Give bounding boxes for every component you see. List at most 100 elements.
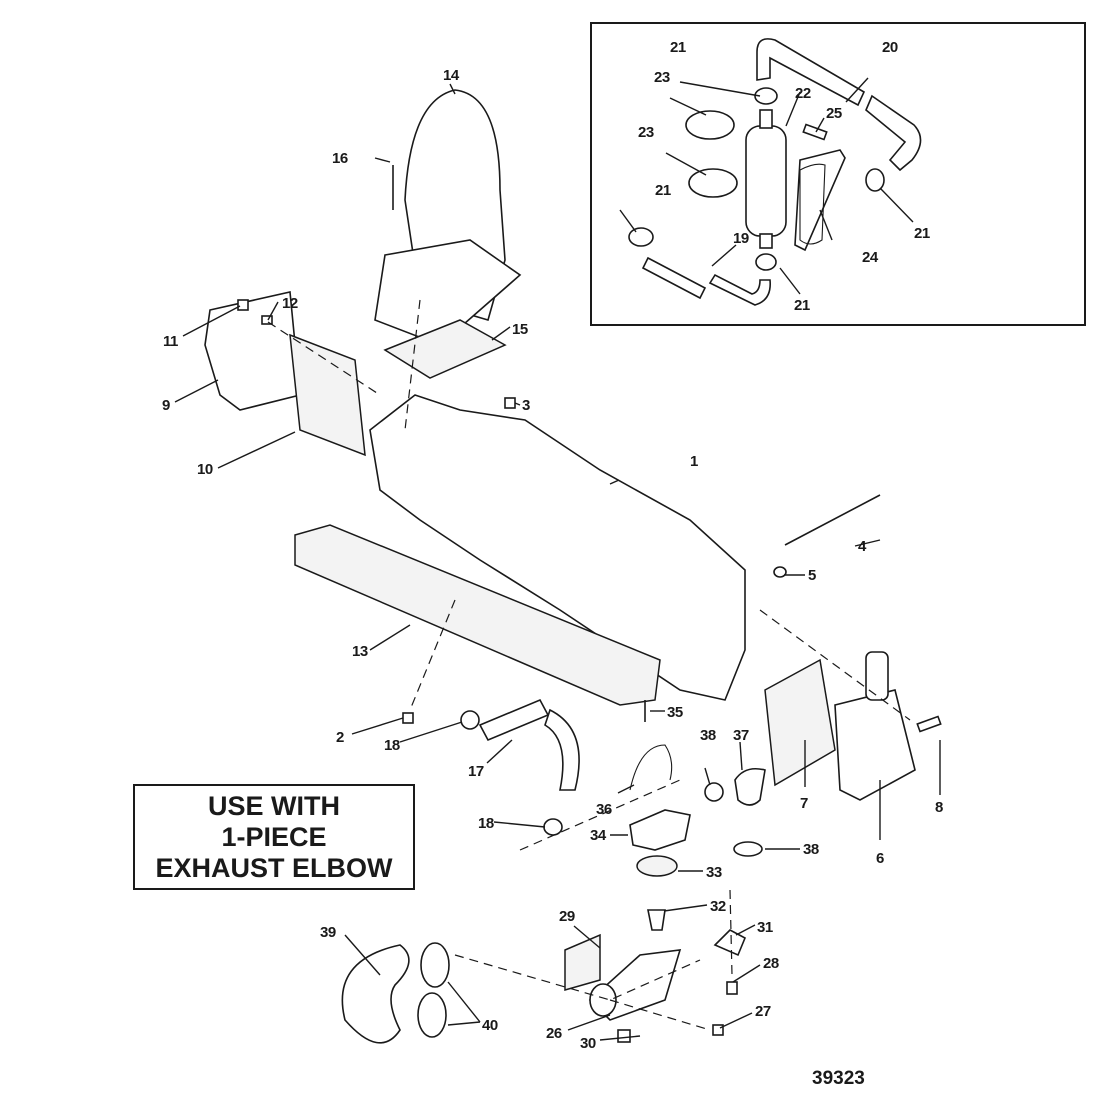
callout-5: 5 <box>808 567 816 584</box>
separator-22-bottom-nipple <box>759 233 773 249</box>
elbow-37 <box>734 767 766 806</box>
clamp-18-top <box>460 710 480 730</box>
callout-23: 23 <box>638 124 654 141</box>
callout-16: 16 <box>332 150 348 167</box>
plug-30 <box>617 1029 631 1043</box>
plug-28 <box>726 981 738 995</box>
bracket-36 <box>629 744 673 791</box>
callout-20: 20 <box>882 39 898 56</box>
callout-18: 18 <box>384 737 400 754</box>
clamp-21-top <box>754 87 778 105</box>
callout-19: 19 <box>733 230 749 247</box>
clamp-40-top <box>420 942 450 988</box>
hose-19 <box>641 256 707 300</box>
callout-40: 40 <box>482 1017 498 1034</box>
callout-15: 15 <box>512 321 528 338</box>
callout-6: 6 <box>876 850 884 867</box>
hose-19-elbow <box>708 273 772 306</box>
callout-4: 4 <box>858 538 867 555</box>
callout-labels: 21 20 23 22 25 23 21 21 24 19 21 14 16 1… <box>162 39 944 1052</box>
hose-20-lower <box>865 94 922 172</box>
note-line-1: USE WITH <box>208 790 340 821</box>
exhaust-manifold-1 <box>369 394 746 701</box>
bolt-8 <box>916 715 942 733</box>
callout-38: 38 <box>803 841 819 858</box>
clamp-21-right <box>865 168 885 192</box>
note-line-2: 1-PIECE <box>221 821 327 852</box>
callout-7: 7 <box>800 795 808 812</box>
thermostat-32 <box>647 909 666 931</box>
callout-21: 21 <box>794 297 810 314</box>
callout-13: 13 <box>352 643 368 660</box>
clamp-38-bottom <box>733 841 763 857</box>
bolt-4 <box>784 494 881 546</box>
clamp-18-bottom <box>543 818 563 836</box>
callout-37: 37 <box>733 727 749 744</box>
housing-34 <box>629 809 691 851</box>
clamp-38-top <box>704 782 724 802</box>
callout-25: 25 <box>826 105 842 122</box>
callout-27: 27 <box>755 1003 771 1020</box>
callout-21: 21 <box>914 225 930 242</box>
hose-20 <box>756 38 866 107</box>
plate-9 <box>204 291 301 411</box>
usage-note: USE WITH 1-PIECE EXHAUST ELBOW <box>133 784 415 890</box>
callout-10: 10 <box>197 461 213 478</box>
hose-39 <box>341 944 410 1044</box>
hose-17 <box>478 698 550 742</box>
plug-27 <box>712 1024 724 1036</box>
clamp-21-bottom <box>755 253 777 271</box>
clamp-23-top <box>685 110 735 140</box>
callout-38: 38 <box>700 727 716 744</box>
callout-31: 31 <box>757 919 773 936</box>
inset-frame <box>590 22 1086 326</box>
end-cover-6-nipple <box>865 651 889 701</box>
gasket-15 <box>383 319 507 379</box>
end-cover-6 <box>834 689 916 801</box>
callout-11: 11 <box>163 333 178 350</box>
washer-5 <box>773 566 787 578</box>
clamp-40-bottom <box>417 992 447 1038</box>
gasket-7 <box>764 658 836 787</box>
washer-12 <box>261 315 273 325</box>
callout-22: 22 <box>795 85 811 102</box>
main-parts <box>204 89 942 1044</box>
callout-14: 14 <box>443 67 460 84</box>
callout-23: 23 <box>654 69 670 86</box>
callout-36: 36 <box>596 801 612 818</box>
callout-28: 28 <box>763 955 779 972</box>
clamp-23-bottom <box>688 168 738 198</box>
callout-35: 35 <box>667 704 683 721</box>
bracket-24-shield <box>799 163 826 245</box>
callout-30: 30 <box>580 1035 596 1052</box>
bolt-11 <box>237 299 249 311</box>
gasket-29 <box>564 933 601 991</box>
callout-24: 24 <box>862 249 879 266</box>
leader-lines <box>174 77 941 1041</box>
bracket-24 <box>794 149 846 252</box>
elbow-flange <box>374 239 522 346</box>
callout-39: 39 <box>320 924 336 941</box>
callout-18: 18 <box>478 815 494 832</box>
plug-2 <box>402 712 414 724</box>
callout-12: 12 <box>282 295 298 312</box>
callout-3: 3 <box>522 397 530 414</box>
callout-33: 33 <box>706 864 722 881</box>
callout-1: 1 <box>690 453 698 470</box>
housing-26-outlet <box>589 983 617 1017</box>
gasket-10 <box>289 333 366 457</box>
callout-29: 29 <box>559 908 575 925</box>
plug-3 <box>504 397 516 409</box>
assembly-lines <box>267 299 911 1031</box>
gasket-33 <box>636 855 678 877</box>
separator-22-top-nipple <box>759 109 773 129</box>
manifold-gasket-13 <box>294 524 661 706</box>
figure-id: 39323 <box>812 1068 865 1089</box>
note-line-3: EXHAUST ELBOW <box>155 852 393 883</box>
callout-17: 17 <box>468 763 484 780</box>
bolt-25 <box>802 123 828 141</box>
callout-21: 21 <box>670 39 686 56</box>
callout-26: 26 <box>546 1025 562 1042</box>
callout-34: 34 <box>590 827 607 844</box>
